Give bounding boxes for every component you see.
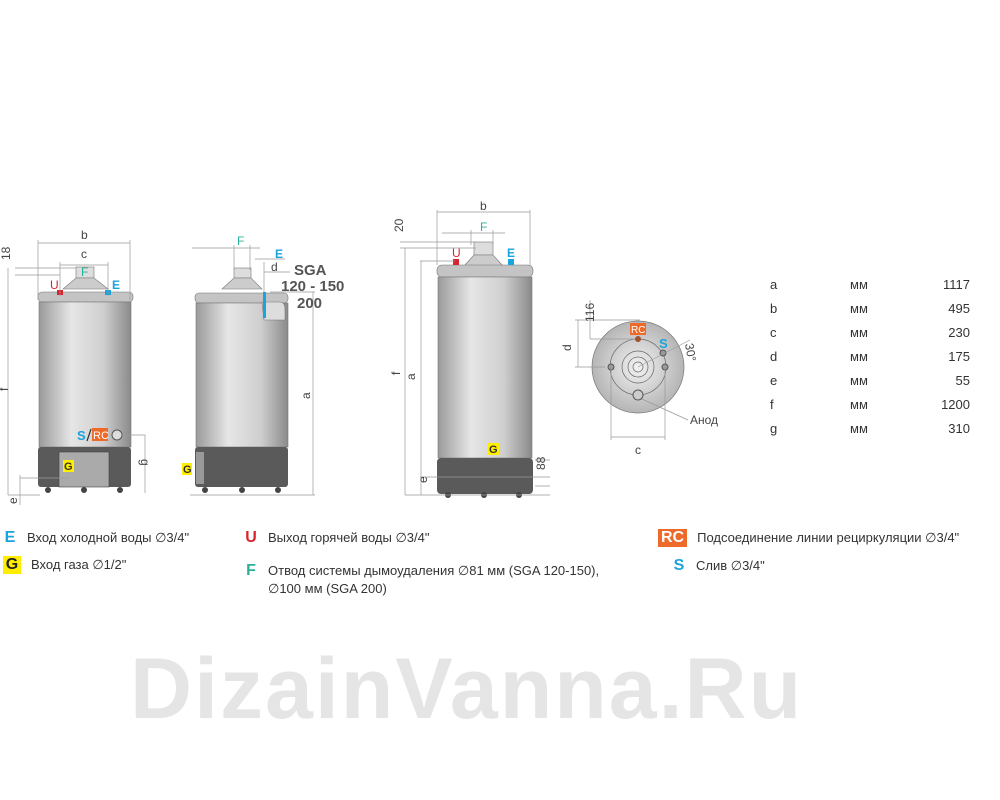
legend-item-S: S Слив ∅3/4" (672, 557, 765, 575)
side-label-E: E (275, 247, 283, 261)
legend-key: F (246, 562, 256, 579)
dim-key: f (770, 396, 774, 412)
angle-label: 30° (682, 342, 699, 363)
side-dim-d: d (271, 260, 278, 274)
legend-text: Вход газа ∅1/2" (31, 557, 127, 572)
legend-item-RC: RC Подсоединение линии рециркуляции ∅3/4" (658, 529, 959, 547)
dim-unit: мм (850, 324, 868, 340)
dim-unit: мм (850, 396, 868, 412)
sga200-dim-e: e (416, 476, 430, 483)
side-label-F: F (237, 234, 244, 248)
top-dim-d: d (560, 344, 574, 351)
label-RC: RC (93, 430, 109, 442)
sga-label-120-150: 120 - 150 (281, 278, 344, 295)
sga-label-200: 200 (297, 295, 322, 312)
dim-key: c (770, 324, 777, 340)
dim-value: 55 (955, 372, 970, 388)
label-F: F (81, 265, 88, 279)
legend-item-F: F Отвод системы дымоудаления ∅81 мм (SGA … (244, 562, 599, 598)
dimensions-table: a мм 1117 b мм 495 c мм 230 d мм 175 e мм 55 f мм 12… (770, 272, 970, 440)
dim-unit: мм (850, 348, 868, 364)
sga200-dim-a: a (404, 373, 418, 380)
legend-text: Выход горячей воды ∅3/4" (268, 530, 430, 545)
table-row: c мм 230 (770, 320, 970, 344)
dim-key: e (770, 372, 778, 388)
sga-label: SGA (294, 262, 327, 279)
label-E: E (112, 278, 120, 292)
legend-item-E: E Вход холодной воды ∅3/4" (3, 529, 189, 547)
table-row: g мм 310 (770, 416, 970, 440)
heater-top-view: RC S d 116 30° Анод c (560, 300, 718, 457)
dim-label-18: 18 (0, 246, 13, 260)
label-G: G (64, 461, 73, 473)
dim-key: d (770, 348, 778, 364)
dim-value: 310 (948, 420, 970, 436)
label-S: S (77, 428, 86, 443)
label-U: U (50, 278, 59, 292)
dim-value: 1200 (941, 396, 970, 412)
legend-text: Отвод системы дымоудаления ∅81 мм (SGA 1… (268, 563, 600, 578)
legend-key: RC (658, 529, 688, 547)
dim-label-c: c (81, 247, 87, 261)
watermark: DizainVanna.Ru (130, 641, 804, 737)
anode-label: Анод (690, 413, 718, 427)
dim-value: 175 (948, 348, 970, 364)
dim-key: b (770, 300, 778, 316)
legend-item-G: G Вход газа ∅1/2" (3, 556, 126, 574)
dim-label-116: 116 (583, 303, 597, 322)
table-row: b мм 495 (770, 296, 970, 320)
table-row: e мм 55 (770, 368, 970, 392)
legend-key: S (673, 557, 685, 574)
sga200-label-F: F (480, 220, 487, 234)
dim-value: 230 (948, 324, 970, 340)
top-label-S: S (659, 336, 668, 351)
dim-key: g (770, 420, 778, 436)
sga200-label-U: U (452, 246, 461, 260)
table-row: a мм 1117 (770, 272, 970, 296)
dim-unit: мм (850, 276, 868, 292)
side-dim-a: a (299, 392, 313, 399)
legend-item-U: U Выход горячей воды ∅3/4" (244, 529, 429, 547)
dim-unit: мм (850, 300, 868, 316)
dim-label-b: b (81, 228, 88, 242)
legend-key: E (4, 529, 16, 546)
slash-separator (86, 428, 92, 442)
sga200-label-G: G (489, 444, 498, 456)
dim-key: a (770, 276, 778, 292)
legend-text: Слив ∅3/4" (696, 558, 765, 573)
dim-unit: мм (850, 372, 868, 388)
sga200-label-E: E (507, 246, 515, 260)
top-label-RC: RC (631, 325, 645, 336)
heater-front-view: b c F U E 18 f g e S RC G (0, 228, 152, 505)
sga200-dim-f: f (389, 371, 403, 375)
dimension-diagram: b c F U E 18 f g e S RC G F E d SGA 120 … (0, 199, 718, 505)
dim-label-88: 88 (534, 456, 548, 470)
table-row: d мм 175 (770, 344, 970, 368)
legend-key: U (245, 529, 257, 546)
heater-side-view: F E d SGA 120 - 150 200 a G (182, 234, 344, 496)
top-dim-c: c (635, 443, 641, 457)
table-row: f мм 1200 (770, 392, 970, 416)
dim-label-f: f (0, 387, 11, 391)
dim-label-g: g (138, 459, 152, 466)
dim-value: 1117 (943, 276, 970, 292)
legend-text: Подсоединение линии рециркуляции ∅3/4" (697, 530, 960, 545)
legend-text-2: ∅100 мм (SGA 200) (268, 581, 387, 596)
dim-unit: мм (850, 420, 868, 436)
side-label-G: G (183, 464, 192, 476)
dim-value: 495 (948, 300, 970, 316)
sga200-dim-b: b (480, 199, 487, 213)
heater-front-view-sga200: b F U E 20 f a 88 e G (389, 199, 550, 498)
legend-text: Вход холодной воды ∅3/4" (27, 530, 190, 545)
legend-key: G (3, 556, 21, 574)
dim-label-20: 20 (392, 218, 406, 232)
dim-label-e: e (6, 497, 20, 504)
